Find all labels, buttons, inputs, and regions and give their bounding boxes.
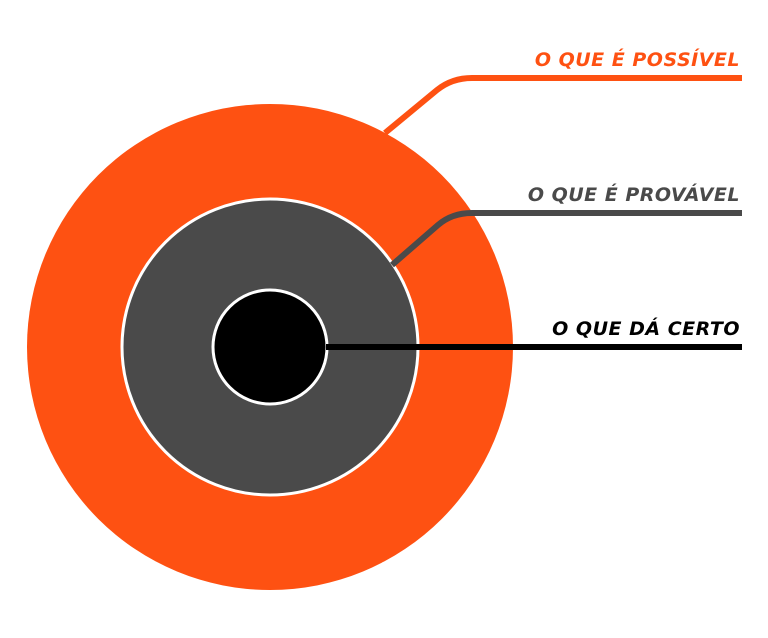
connector-line-probable: [390, 210, 742, 268]
inner-circle-works: [211, 288, 329, 406]
label-works: O QUE DÁ CERTO: [552, 317, 740, 340]
label-probable: O QUE É PROVÁVEL: [528, 183, 740, 206]
connector-line-possible: [383, 75, 742, 136]
label-possible: O QUE É POSSÍVEL: [535, 48, 740, 71]
